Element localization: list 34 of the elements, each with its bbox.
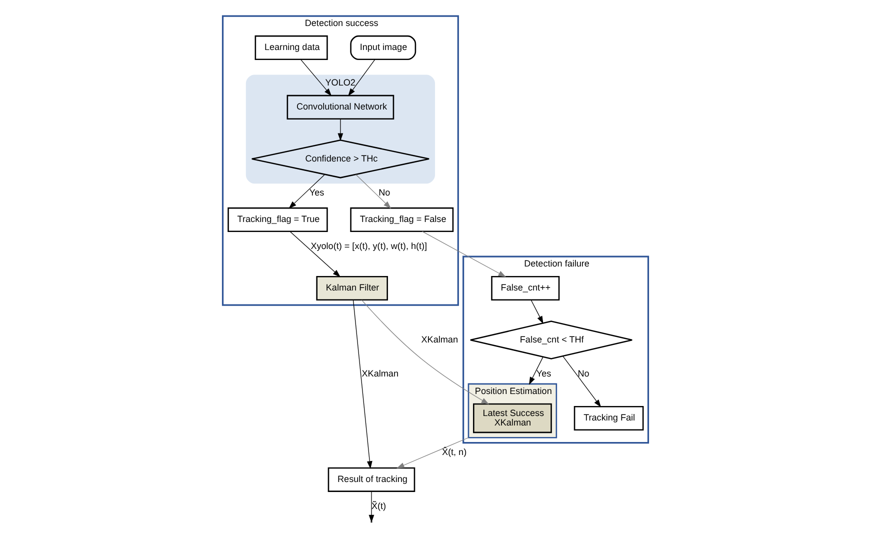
edge-label: Xyolo(t) = [x(t), y(t), w(t), h(t)] (310, 240, 427, 251)
arrow (355, 174, 391, 209)
arrow (337, 118, 343, 141)
arrow (352, 300, 372, 469)
node-box: False_cnt++ (490, 276, 560, 301)
edge-label: XKalman (361, 368, 398, 378)
node-box: Tracking Fail (573, 406, 644, 431)
edge-label: XKalman (420, 334, 458, 344)
arrow (288, 174, 324, 209)
node-box: Tracking_flag = True (227, 207, 328, 232)
edge-label: No (378, 187, 390, 198)
arrow (562, 356, 601, 408)
node-diamond: Confidence > THc (250, 140, 430, 178)
node-diamond: False_cnt < THf (469, 320, 632, 360)
node-box: Convolutional Network (286, 94, 394, 120)
arrow (528, 356, 543, 385)
edge-label: Yes (308, 187, 324, 198)
node-box: Latest Success XKalman (472, 403, 552, 434)
node-box: Input image (350, 35, 416, 60)
edge-label: Yes (536, 368, 551, 378)
arrow (421, 231, 506, 278)
arrow (300, 59, 332, 96)
node-box: Result of tracking (327, 467, 415, 492)
arrow (368, 491, 374, 523)
node-box: Tracking_flag = False (350, 207, 454, 232)
arrow (348, 59, 375, 96)
arrow (289, 231, 340, 278)
arrow (530, 300, 543, 324)
arrow (396, 437, 468, 468)
node-box: Learning data (254, 35, 328, 60)
edge-label: No (577, 368, 589, 378)
node-box: Kalman Filter (316, 276, 388, 301)
arrow (360, 300, 489, 404)
edge-label: X̂(t, n) (441, 447, 466, 458)
